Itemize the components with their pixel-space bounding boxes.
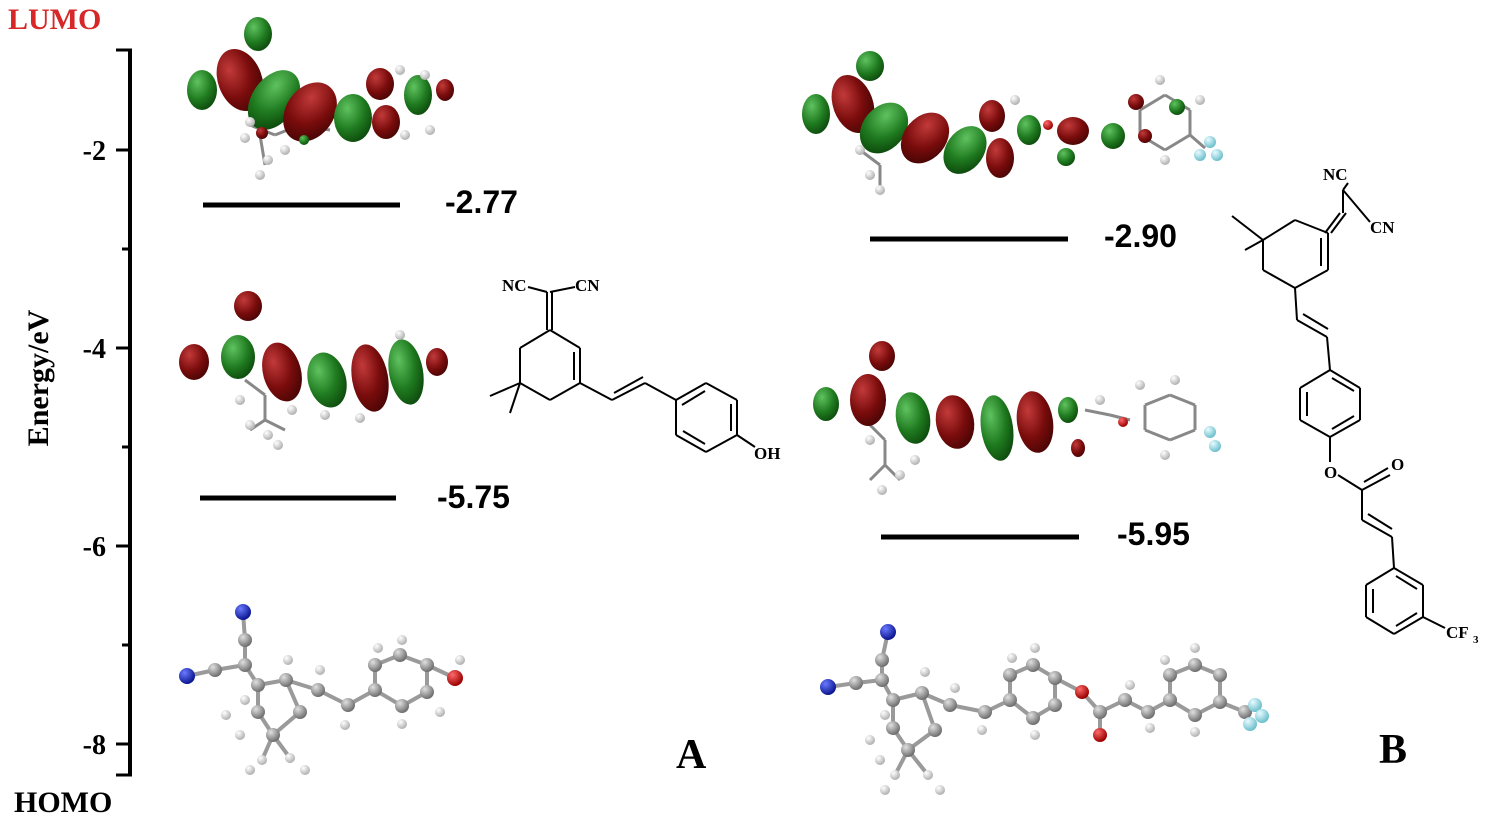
structure-a-nc: NC [502,276,527,295]
structure-b-cf-subscript: 3 [1473,634,1479,646]
homo-label: HOMO [14,786,112,817]
structure-b-nc: NC [1323,165,1348,184]
energy-levels: -2.77 -5.75 -2.90 -5.95 [200,184,1190,552]
structure-b-ester-o: O [1324,463,1337,482]
structure-b-carbonyl-o: O [1391,455,1404,474]
level-value-a-homo: -5.75 [437,479,510,515]
level-value-b-homo: -5.95 [1117,516,1190,552]
tick-label: -6 [83,532,106,563]
ball-stick-model-a [179,604,465,775]
structure-a-oh: OH [754,444,780,463]
orbital-a-homo [179,291,448,450]
tick-label: -4 [83,334,106,365]
tick-label: -8 [83,730,106,761]
structure-a-cn: CN [575,276,600,295]
structure-b-cn: CN [1370,218,1395,237]
orbital-a-lumo [187,17,454,180]
panel-label-a: A [676,732,707,778]
energy-axis: -2 -4 -6 -8 Energy/eV LUMO HOMO [8,3,132,817]
ball-stick-model-b [820,624,1269,795]
skeletal-structure-b [1231,182,1446,635]
y-axis-title: Energy/eV [22,309,55,446]
level-value-a-lumo: -2.77 [445,184,518,220]
skeletal-structure-a [489,286,756,453]
panel-label-b: B [1379,727,1407,773]
level-value-b-lumo: -2.90 [1104,218,1177,254]
lumo-label: LUMO [8,3,101,36]
orbital-b-homo [813,341,1221,495]
structure-b-cf: CF [1446,623,1469,642]
tick-label: -2 [83,136,106,167]
orbital-b-lumo [802,51,1223,195]
